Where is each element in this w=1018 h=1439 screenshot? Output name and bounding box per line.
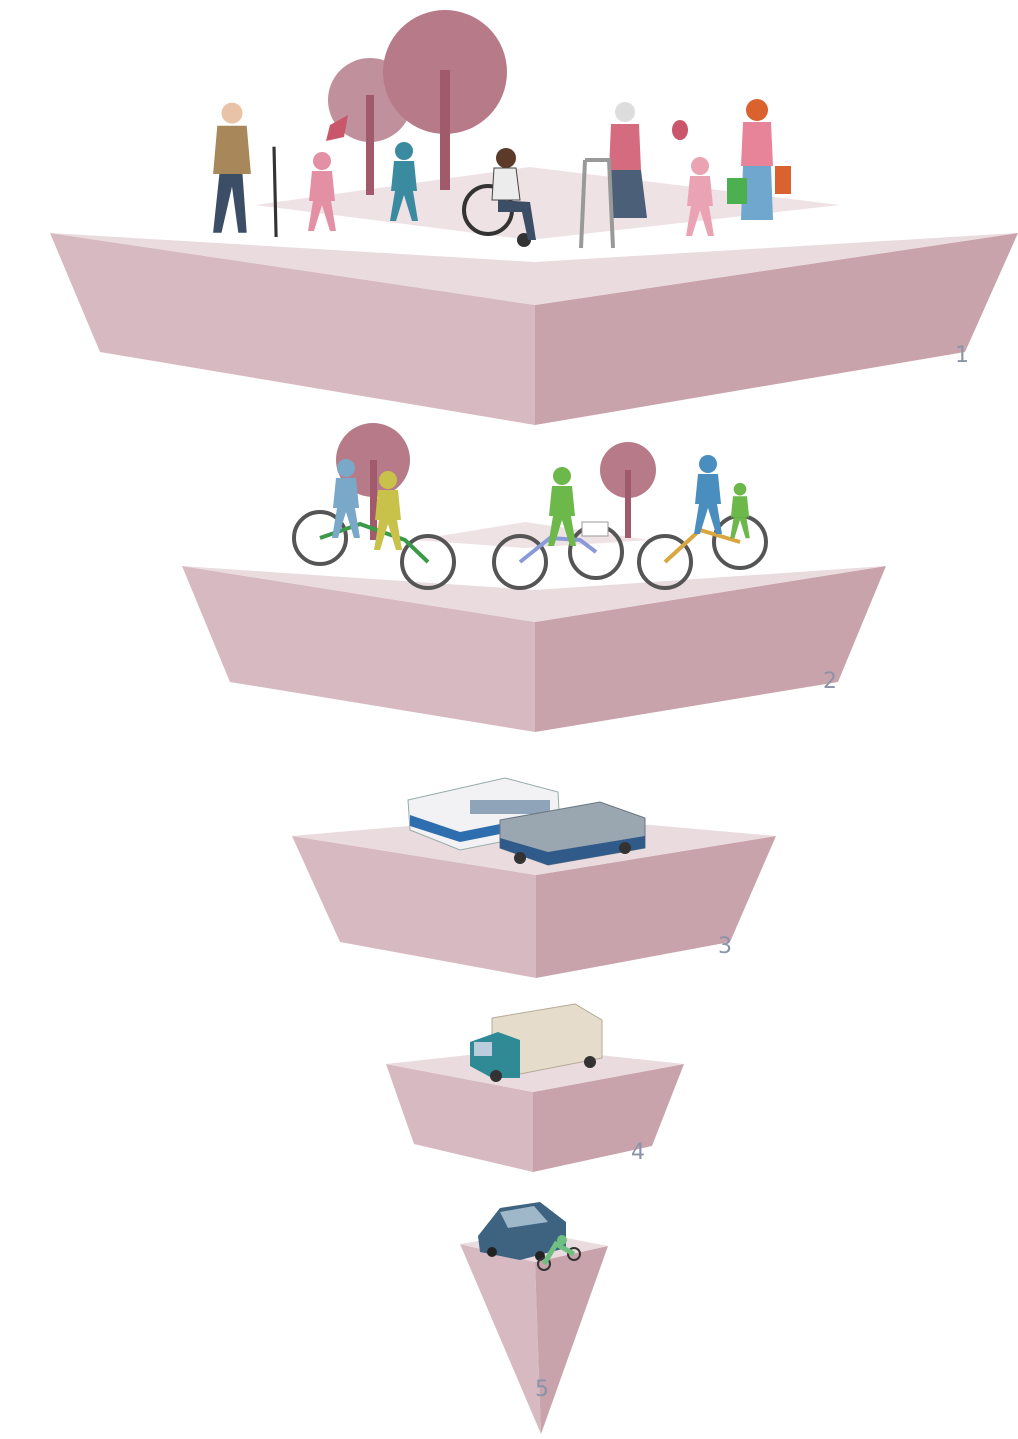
tier-1: [50, 10, 1018, 425]
tier-2-right-face: [535, 566, 886, 732]
tier-3-left-face: [292, 836, 536, 978]
girl-with-kite-icon: [308, 115, 348, 231]
woman-with-shopping-bags-icon: [727, 99, 791, 220]
tier-3-number: 3: [718, 934, 732, 959]
scooter-icon: [537, 1235, 581, 1271]
tier-5: [460, 1202, 608, 1434]
tier-4-number: 4: [631, 1140, 645, 1165]
tier-2: [182, 423, 886, 732]
tier-2-number: 2: [823, 669, 837, 694]
car-icon: [478, 1202, 566, 1261]
tier-5-number: 5: [535, 1377, 549, 1402]
girl-with-balloon-icon: [672, 120, 714, 236]
tier-3-right-face: [536, 836, 776, 978]
bicycle-with-basket-icon: [492, 467, 624, 590]
bus-icon: [499, 801, 646, 866]
elderly-man-with-cane-icon: [213, 102, 278, 238]
tier-1-right-face: [535, 233, 1018, 425]
tier-4-right-face: [533, 1064, 684, 1172]
tier-3: [292, 777, 776, 978]
tandem-bicycle-icon: [292, 459, 456, 590]
tier-2-left-face: [182, 566, 535, 732]
tier-5-right-face: [535, 1246, 608, 1434]
bicycle-with-child-seat-icon: [637, 455, 768, 590]
tier-4-left-face: [386, 1064, 533, 1172]
truck-icon: [470, 1003, 603, 1082]
tier-2-top-face: [182, 566, 886, 622]
tree-icon: [328, 10, 507, 195]
tier-1-left-face: [50, 233, 535, 425]
tier-1-number: 1: [955, 343, 969, 368]
tier-1-top-face: [50, 233, 1018, 305]
wheelchair-user-icon: [462, 148, 536, 247]
woman-with-walker-icon: [579, 102, 647, 249]
tier-2-ground-shadow: [415, 522, 650, 548]
tier-4: [386, 1003, 684, 1172]
tier-5-left-face: [460, 1244, 541, 1434]
